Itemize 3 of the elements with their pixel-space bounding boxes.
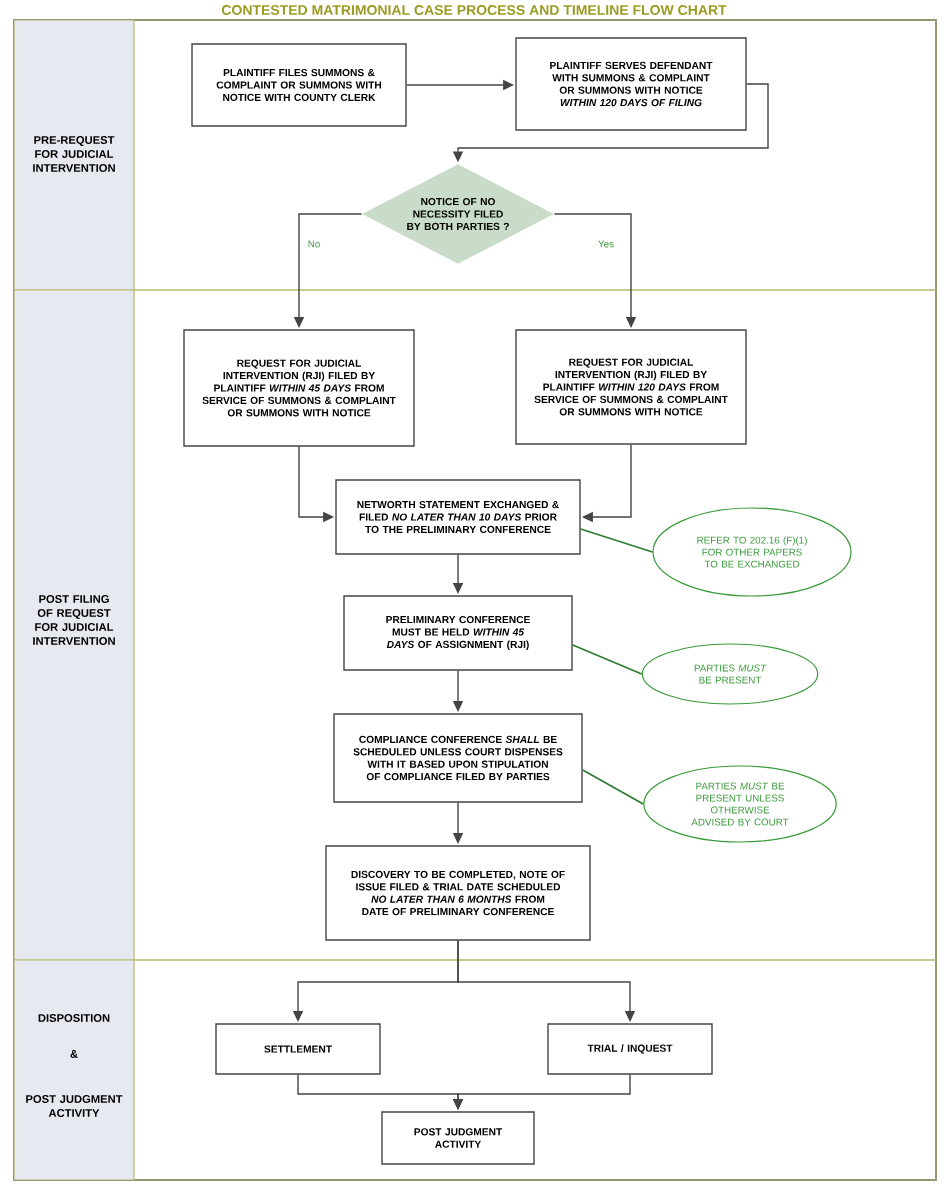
leader-line (581, 769, 645, 805)
leader-line (579, 528, 654, 553)
leader-line (571, 644, 643, 675)
